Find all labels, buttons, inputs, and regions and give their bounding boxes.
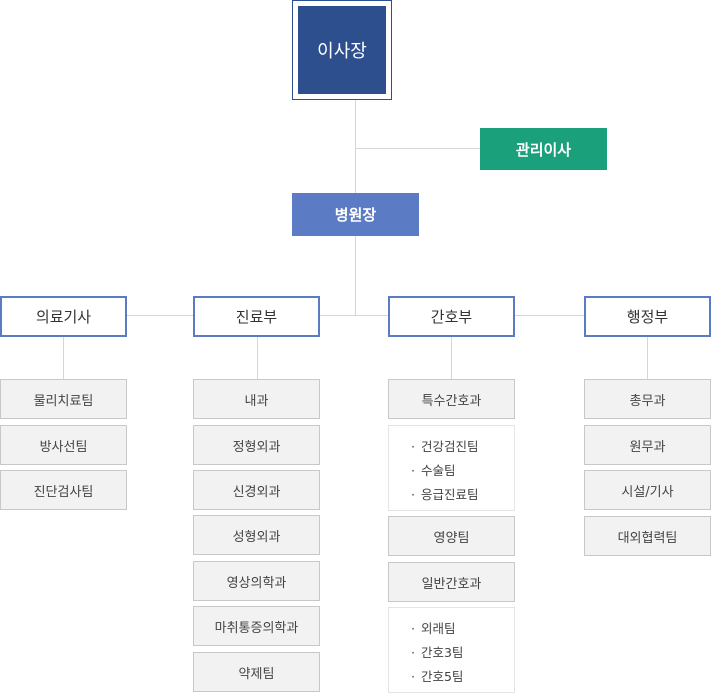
dept-medical-tech: 의료기사 xyxy=(0,296,127,337)
unit-box: 방사선팀 xyxy=(0,425,127,465)
unit-box: 마취통증의학과 xyxy=(193,606,320,646)
dept-nursing: 간호부 xyxy=(388,296,515,337)
sub-team-item: 간호3팀 xyxy=(411,642,463,661)
sub-team-item: 수술팀 xyxy=(411,460,456,479)
unit-box: 대외협력팀 xyxy=(584,516,711,556)
connector-director xyxy=(355,148,480,149)
connector-dept4-units xyxy=(647,337,648,379)
unit-box: 물리치료팀 xyxy=(0,379,127,419)
sub-team-item: 외래팀 xyxy=(411,618,456,637)
dept-admin: 행정부 xyxy=(584,296,711,337)
ceo-box: 이사장 xyxy=(292,0,392,100)
connector-dept1-units xyxy=(63,337,64,379)
sub-team-list: 건강검진팀 수술팀 응급진료팀 xyxy=(388,425,515,511)
unit-box: 원무과 xyxy=(584,425,711,465)
unit-box: 영양팀 xyxy=(388,516,515,556)
hospital-director-box: 병원장 xyxy=(292,193,419,236)
unit-box: 특수간호과 xyxy=(388,379,515,419)
ceo-label: 이사장 xyxy=(298,6,386,94)
unit-box: 성형외과 xyxy=(193,515,320,555)
sub-team-item: 응급진료팀 xyxy=(411,484,479,503)
unit-box: 시설/기사 xyxy=(584,470,711,510)
sub-team-list: 외래팀 간호3팀 간호5팀 xyxy=(388,607,515,693)
unit-box: 총무과 xyxy=(584,379,711,419)
connector-hospital-depts xyxy=(355,236,356,315)
unit-box: 신경외과 xyxy=(193,470,320,510)
unit-box: 내과 xyxy=(193,379,320,419)
sub-team-item: 건강검진팀 xyxy=(411,436,479,455)
sub-team-item: 간호5팀 xyxy=(411,666,463,685)
unit-box: 진단검사팀 xyxy=(0,470,127,510)
unit-box: 정형외과 xyxy=(193,425,320,465)
unit-box: 일반간호과 xyxy=(388,562,515,602)
connector-dept3-units xyxy=(451,337,452,379)
unit-box: 약제팀 xyxy=(193,652,320,692)
connector-dept2-units xyxy=(257,337,258,379)
dept-clinical: 진료부 xyxy=(193,296,320,337)
connector-depts-horizontal xyxy=(127,315,584,316)
connector-ceo-hospital xyxy=(355,100,356,193)
unit-box: 영상의학과 xyxy=(193,561,320,601)
director-box: 관리이사 xyxy=(480,128,607,170)
